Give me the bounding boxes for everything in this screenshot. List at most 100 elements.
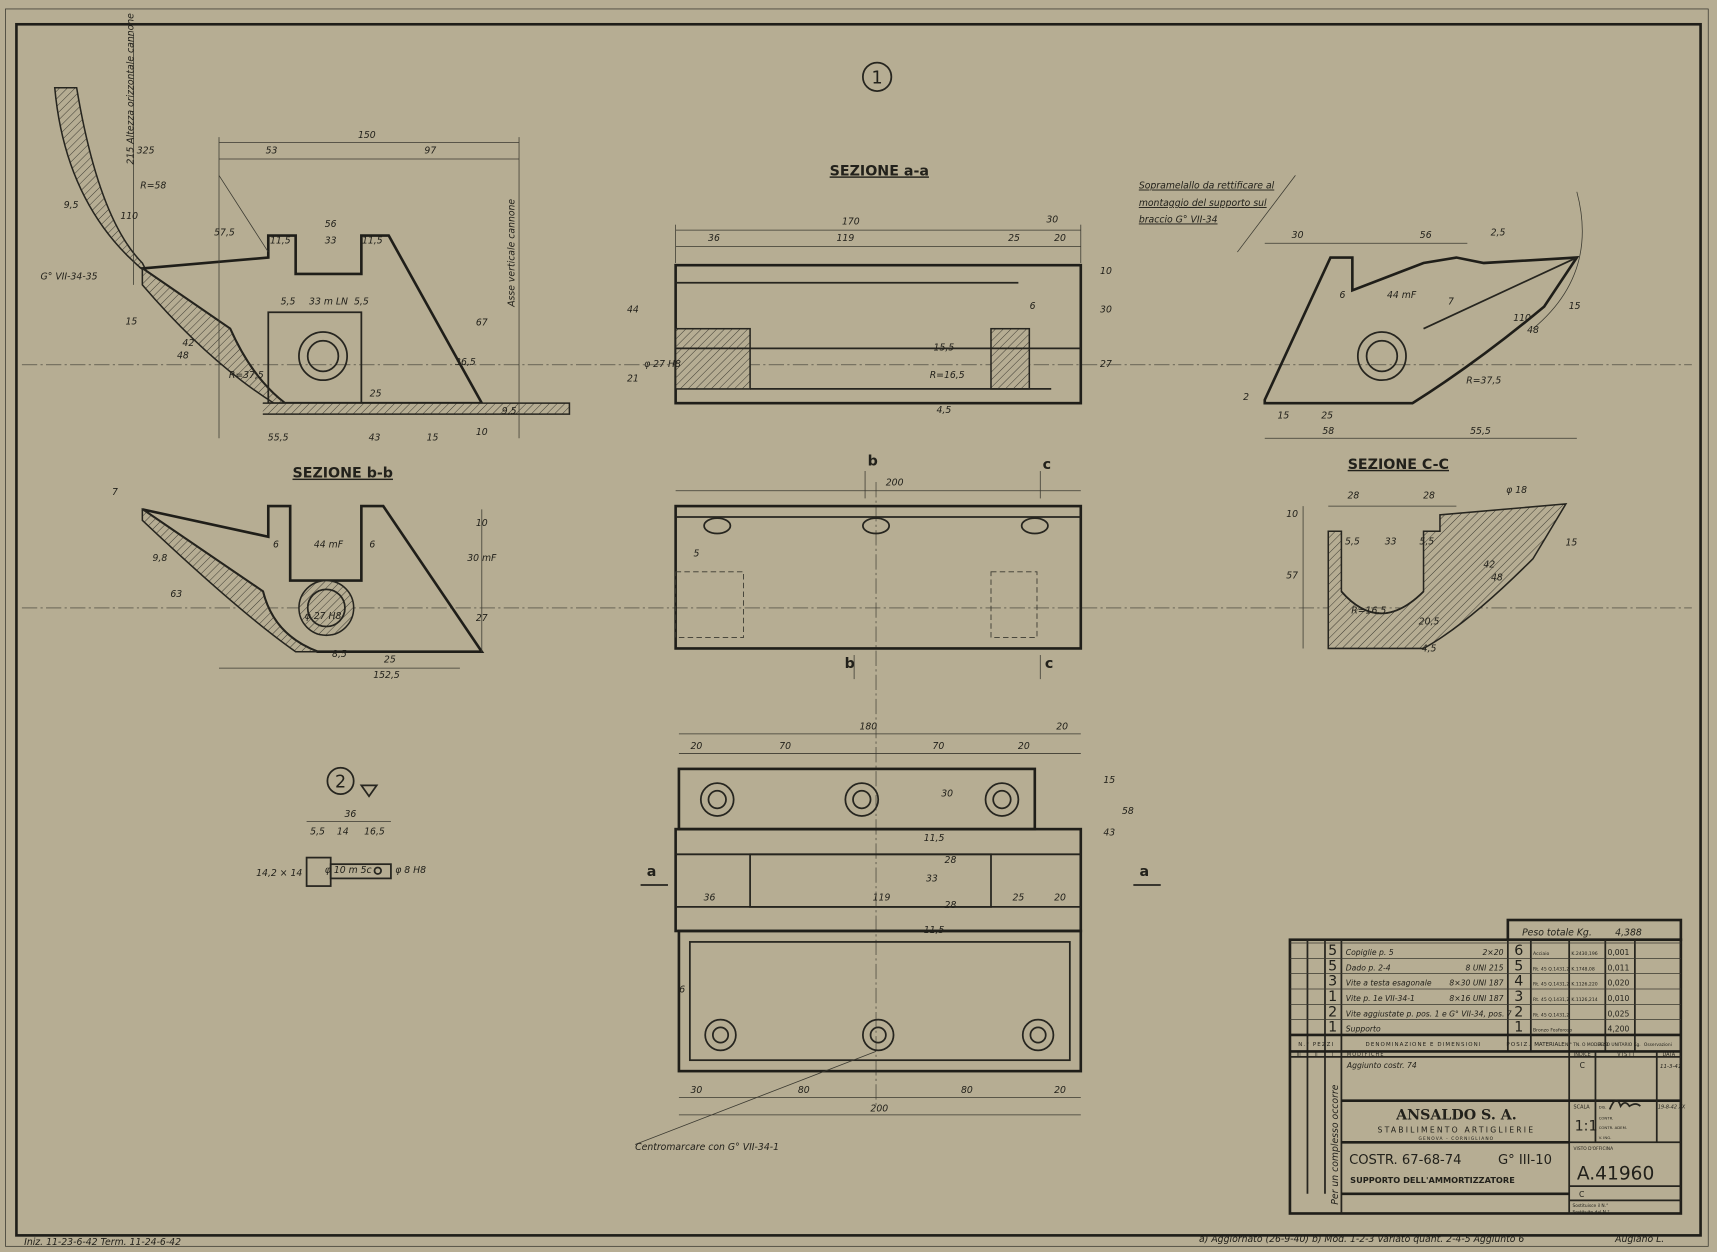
parts-list-row: 2 Vite aggiustate p. pos. 1 e G° VII-34, … [1289,1003,1681,1020]
parts-dim: 8×16 UNI 187 [1449,994,1503,1003]
dimension-label: 28 [1348,490,1360,501]
dimension-label: R=58 [140,181,166,192]
company-name: ANSALDO S. A. [1395,1107,1517,1123]
dimension-label: 20 [1054,233,1066,244]
dimension-label: 25 [1321,410,1333,421]
modification-text: Aggiunto costr. 74 [1346,1061,1417,1070]
detail-2: 2 [305,766,392,887]
dimension-label: R=16,5 [930,370,965,381]
dimension-label: 110 [1513,313,1531,324]
parts-qty: 2 [1328,1004,1337,1020]
dimension-label: φ 27 H8 [644,359,681,370]
dimension-label: b [845,656,855,672]
signature-date: 19-8-42 XX [1658,1104,1686,1110]
dimension-label: 20 [1054,1085,1066,1096]
dimension-label: 48 [1527,325,1539,336]
dimension-label: b [868,454,878,470]
section-title-cc: SEZIONE C-C [1348,457,1449,473]
vertical-note: Per un complesso occorre [1330,1084,1341,1204]
dimension-label: 21 [627,373,639,384]
dimension-label: 57,5 [214,228,235,239]
dimension-label: 20 [1018,741,1030,752]
dimension-label: 10 [476,427,488,438]
dimension-label: 15 [1565,538,1577,549]
dimension-label: 9,5 [502,406,517,417]
sostituito: Sostituito dal N.° [1572,1209,1609,1215]
dimension-label: 20 [1056,721,1068,732]
dimension-label: 180 [859,721,877,732]
costr-label: COSTR. 67-68-74 [1349,1153,1461,1168]
dimension-label: 4,5 [937,405,952,416]
dimension-label: 5,5 [1345,536,1360,547]
footer-dates: Iniz. 11-23-6-42 Term. 11-24-6-42 [24,1237,181,1248]
roman-col: III [1297,1052,1301,1058]
total-weight-value: 4,388 [1615,927,1642,938]
dimension-label: R=37,5 [229,370,264,381]
dimension-label: 9,8 [152,553,167,564]
parts-weight: 0,011 [1607,963,1629,972]
axis-vertical-label: Asse verticale cannone [507,199,518,308]
dimension-label: 36,5 [455,357,476,368]
detail-number: 2 [335,773,346,793]
view-right-top [1237,175,1583,439]
parts-dim: 2×20 [1482,948,1503,957]
parts-pos: 5 [1514,958,1523,974]
dimension-label: 170 [842,217,860,228]
dimension-label: 25 [1012,892,1024,903]
visto-officina: VISTO D'OFFICINA [1574,1146,1614,1152]
visti-label: VISTI [1617,1052,1635,1058]
rework-note: Sopramelallo da rettificare al montaggio… [1139,181,1275,226]
parts-name: Dado p. 2-4 [1346,963,1391,972]
dimension-label: 33 m LN [309,297,348,308]
view-left-top [53,33,571,439]
dimension-label: a [1139,864,1149,880]
section-title-aa: SEZIONE a-a [830,163,929,179]
company-block: ANSALDO S. A. STABILIMENTO ARTIGLIERIE G… [1349,1099,1686,1215]
parts-name: Vite aggiustate p. pos. 1 e G° VII-34, p… [1346,1009,1512,1018]
dimension-label: 2,5 [1491,228,1506,239]
dimension-label: 80 [798,1085,810,1096]
dimension-label: 110 [120,211,138,222]
dimension-label: 33 [926,874,938,885]
dimension-label: 11,5 [924,833,945,844]
dimension-label: 42 [182,338,194,349]
parts-qty: 1 [1328,989,1337,1005]
dimension-label: 7 [1448,297,1454,308]
roman-col: I [1332,1052,1333,1058]
centromarcare-note: Centromarcare con G° VII-34-1 [635,1142,779,1153]
dimension-label: R=16,5 [1351,605,1386,616]
dimension-label: 80 [961,1085,973,1096]
dimension-label: 30 mF [467,553,497,564]
dimension-label: 58 [1322,426,1334,437]
dimension-label: 6 [273,540,279,551]
parts-model: K.2430,196 [1571,951,1597,957]
dimension-label: 43 [369,432,381,443]
dimension-label: 36 [708,233,720,244]
parts-name: Supporto [1346,1025,1381,1034]
parts-pos: 6 [1514,943,1523,959]
dimension-label: c [1045,656,1053,672]
parts-weight: 0,025 [1607,1009,1629,1018]
dimension-label: 44 mF [1387,290,1417,301]
parts-qty: 3 [1328,974,1337,990]
dimension-label: 9,5 [64,200,79,211]
parts-name: Copiglie p. 5 [1346,948,1394,957]
parts-pos: 1 [1514,1020,1523,1036]
view-section-aa [674,224,1083,405]
dimension-label: 36 [344,809,356,820]
parts-weight: 0,010 [1607,994,1629,1003]
dimension-label: 10 [476,518,488,529]
parts-material: Rt. 45 Q.1431,2 [1533,1012,1569,1018]
total-weight-label: Peso totale Kg. [1522,927,1592,938]
dimension-label: 25 [384,655,396,666]
rework-note-line: montaggio del supporto sul [1139,198,1267,209]
dimension-label: φ 10 m 5c [325,865,372,876]
sign-label: CONTR. ADEM. [1599,1125,1627,1130]
parts-qty: 1 [1328,1020,1337,1036]
dimension-label: 6 [1340,290,1346,301]
